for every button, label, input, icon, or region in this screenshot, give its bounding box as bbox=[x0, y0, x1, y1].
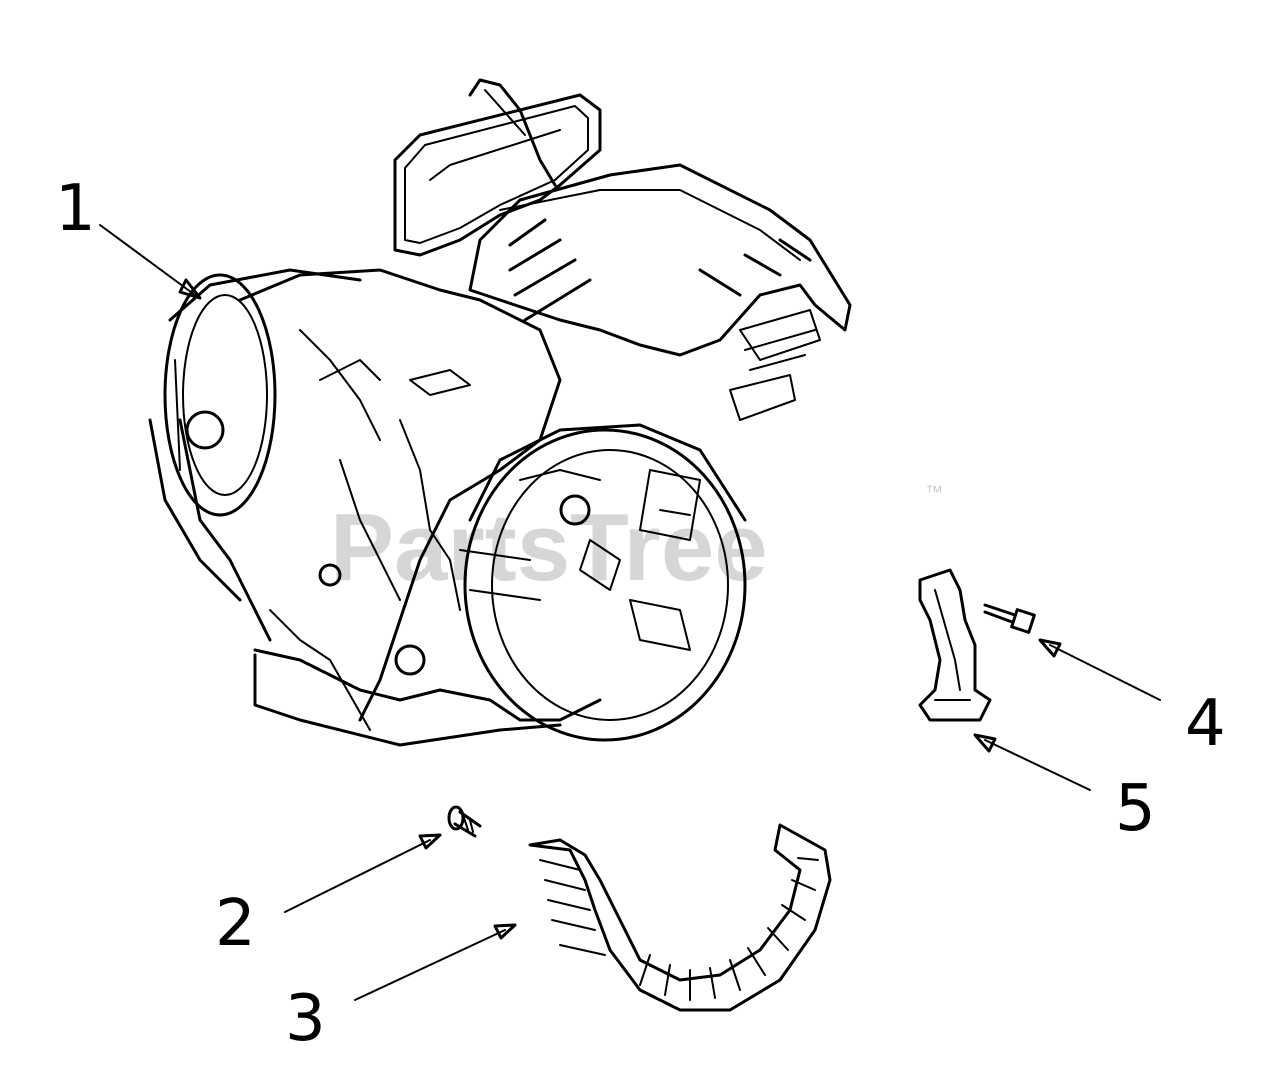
screw-drawing bbox=[447, 805, 482, 838]
grille-guard-drawing bbox=[528, 823, 832, 1012]
engine-assembly-drawing bbox=[148, 78, 852, 747]
bracket-drawing bbox=[918, 568, 992, 722]
leader-lines bbox=[99, 224, 1161, 1001]
callout-4: 4 bbox=[1185, 687, 1226, 761]
callout-1: 1 bbox=[55, 172, 96, 246]
bolt-drawing bbox=[983, 603, 1036, 634]
watermark-text: PartsTree bbox=[330, 494, 768, 601]
callout-3: 3 bbox=[285, 982, 326, 1056]
callout-numbers: 1 2 3 4 5 bbox=[55, 172, 1226, 1056]
callout-5: 5 bbox=[1115, 772, 1156, 846]
callout-2: 2 bbox=[215, 887, 256, 961]
watermark-tm: ™ bbox=[925, 482, 943, 502]
